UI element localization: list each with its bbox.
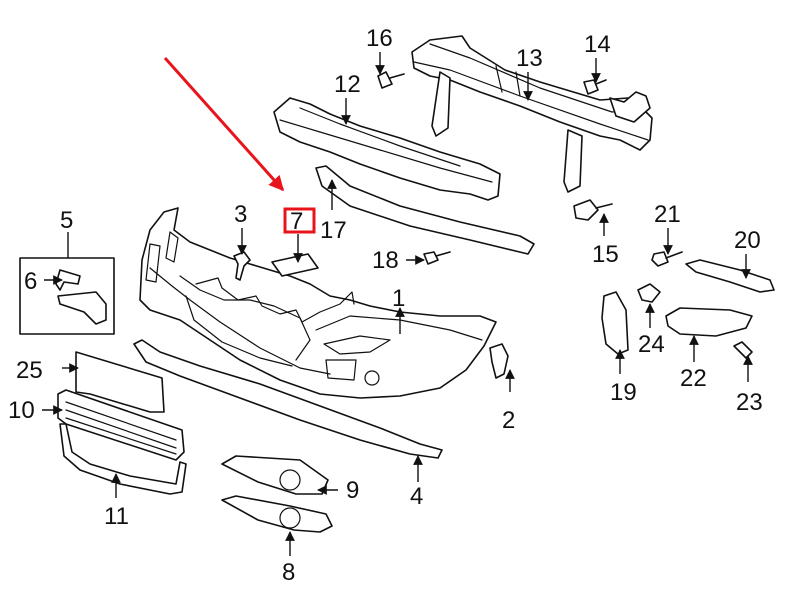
highlight-pointer-arrow <box>163 57 285 192</box>
callout-labels: 1 2 3 4 5 6 7 8 9 10 11 12 13 14 15 16 1… <box>8 25 763 586</box>
callout-3: 3 <box>234 201 247 228</box>
side-bracket <box>601 291 629 355</box>
callout-11: 11 <box>104 503 129 530</box>
bumper-cover <box>139 207 497 399</box>
cover-cap <box>57 291 107 325</box>
mounting-bracket <box>665 307 753 337</box>
callout-25: 25 <box>16 357 43 384</box>
leader-lines <box>42 52 753 556</box>
energy-absorber <box>273 97 501 201</box>
bolt-part-23 <box>733 341 753 359</box>
lower-grille <box>57 389 185 461</box>
fog-light-bezel-lower <box>221 495 333 533</box>
callout-9: 9 <box>346 477 359 504</box>
callout-12: 12 <box>334 71 361 98</box>
callout-20: 20 <box>734 227 761 254</box>
callout-18: 18 <box>372 247 399 274</box>
callout-6: 6 <box>24 268 37 295</box>
grille-bracket-plate <box>75 351 165 413</box>
callout-13: 13 <box>516 45 543 72</box>
callout-19: 19 <box>610 379 637 406</box>
callout-2: 2 <box>502 407 515 434</box>
grille-molding <box>59 423 187 495</box>
highlight-box <box>283 207 316 234</box>
callout-22: 22 <box>680 365 707 392</box>
fog-light-bezel-upper <box>221 455 329 495</box>
fasteners <box>233 71 613 379</box>
side-guide-rail <box>685 259 775 293</box>
callout-23: 23 <box>736 389 763 416</box>
lower-spoiler-strip <box>133 339 443 459</box>
upper-guide-strip <box>315 165 535 255</box>
callout-1: 1 <box>392 285 405 312</box>
screw-part-21 <box>651 251 683 267</box>
callout-15: 15 <box>592 241 619 268</box>
callout-14: 14 <box>584 31 611 58</box>
callout-8: 8 <box>282 559 295 586</box>
clip-part-24 <box>637 283 661 303</box>
callout-24: 24 <box>638 331 665 358</box>
callout-4: 4 <box>410 483 423 510</box>
callout-17: 17 <box>320 217 347 244</box>
callout-21: 21 <box>654 201 681 228</box>
callout-10: 10 <box>8 397 35 424</box>
callout-7: 7 <box>290 208 303 235</box>
callout-16: 16 <box>366 25 393 52</box>
callout-5: 5 <box>60 207 73 234</box>
